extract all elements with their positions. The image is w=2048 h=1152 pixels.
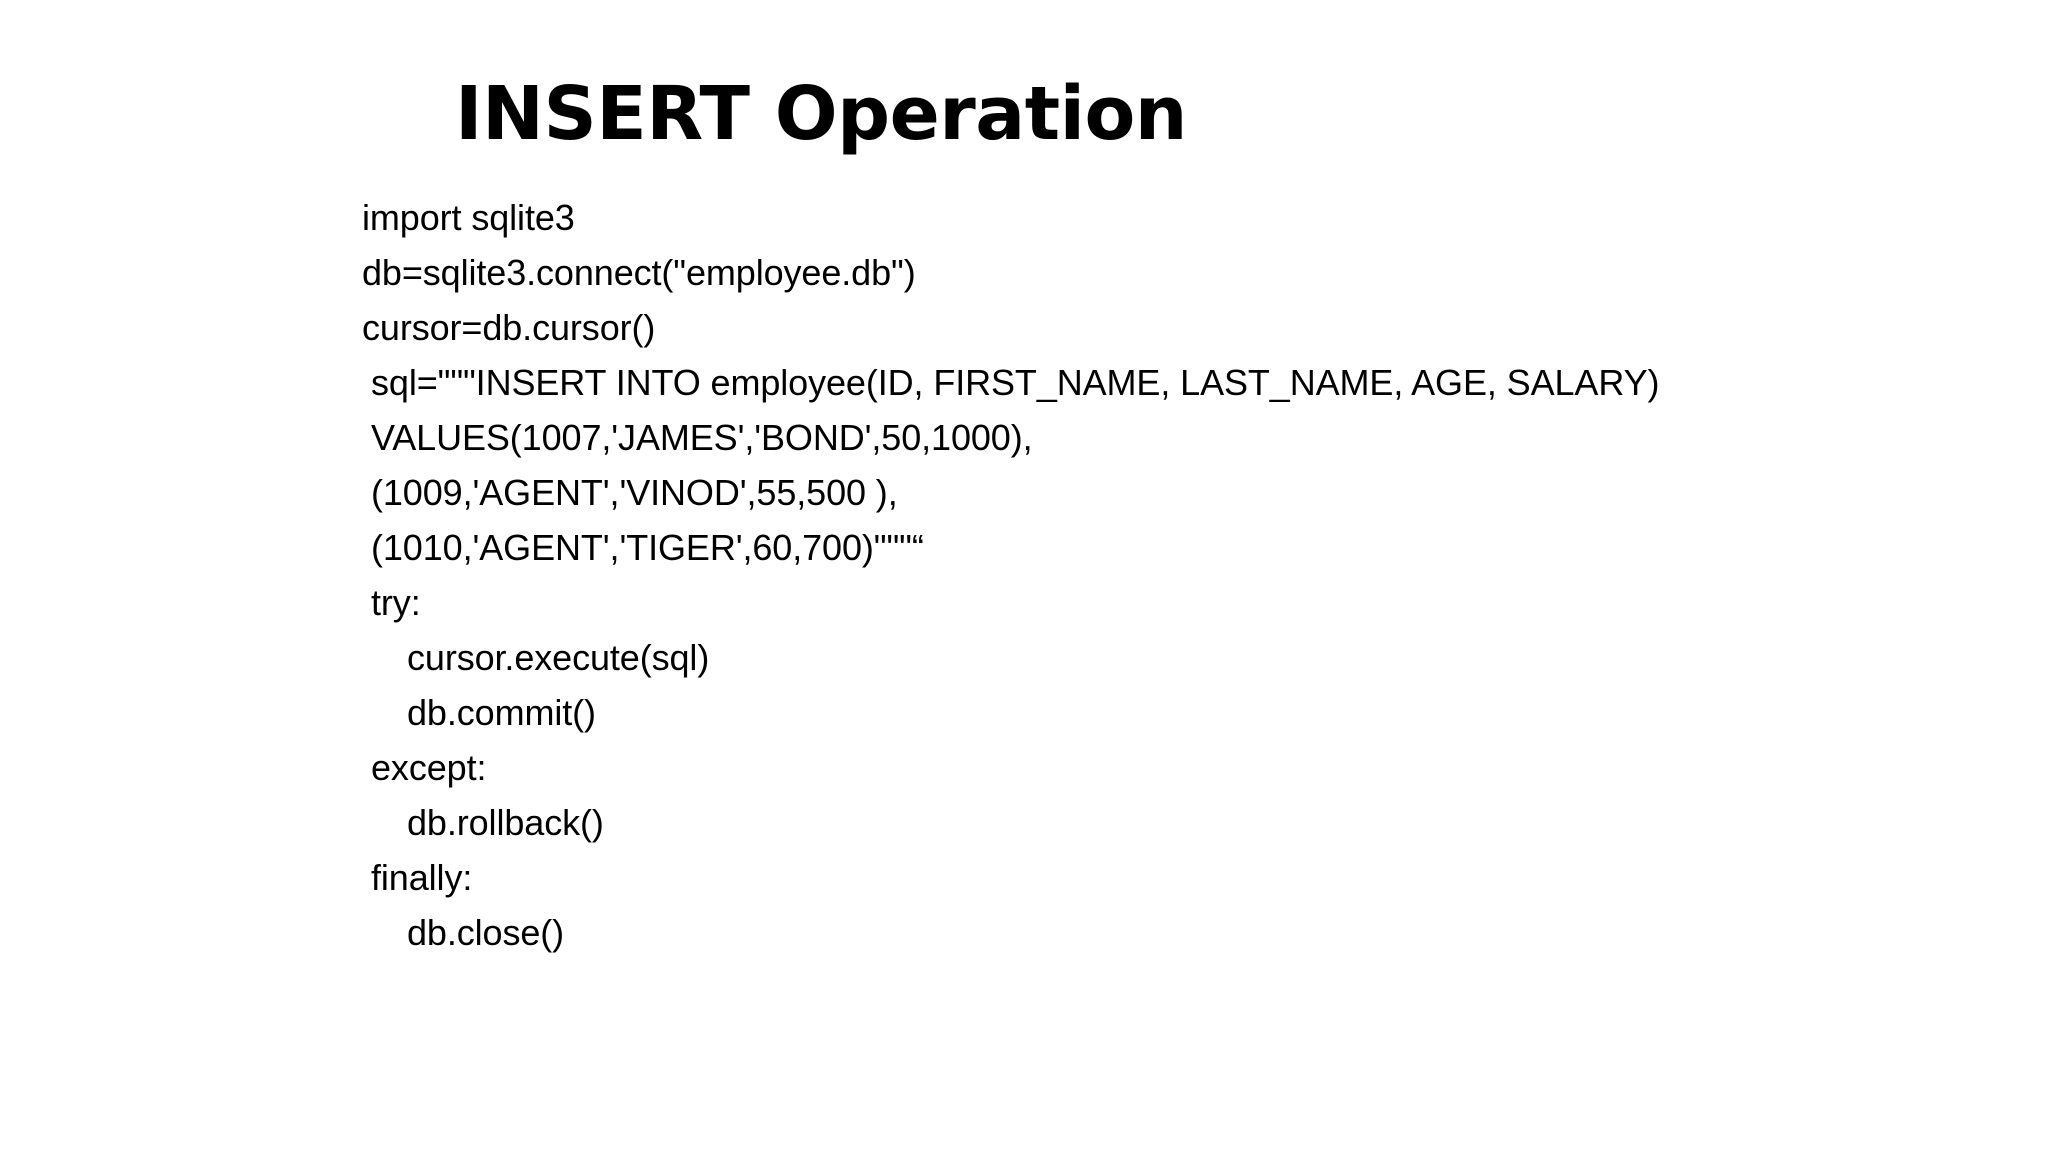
code-line: db=sqlite3.connect("employee.db") <box>362 252 916 293</box>
code-line: except: <box>371 747 487 788</box>
code-line: db.close() <box>407 912 565 953</box>
code-line: (1009,'AGENT','VINOD',55,500 ), <box>371 472 898 513</box>
code-line: VALUES(1007,'JAMES','BOND',50,1000), <box>371 417 1033 458</box>
code-block: import sqlite3 db=sqlite3.connect("employ… <box>362 190 1862 960</box>
code-line: cursor=db.cursor() <box>362 307 656 348</box>
code-line: db.commit() <box>407 692 596 733</box>
page-title: INSERT Operation <box>455 71 1187 157</box>
code-line: db.rollback() <box>407 802 604 843</box>
code-line: try: <box>371 582 421 623</box>
code-line: sql="""INSERT INTO employee(ID, FIRST_NA… <box>371 362 1660 403</box>
code-line: import sqlite3 <box>362 197 575 238</box>
code-line: (1010,'AGENT','TIGER',60,700)"""“ <box>371 527 924 568</box>
code-line: finally: <box>371 857 473 898</box>
code-line: cursor.execute(sql) <box>407 637 710 678</box>
